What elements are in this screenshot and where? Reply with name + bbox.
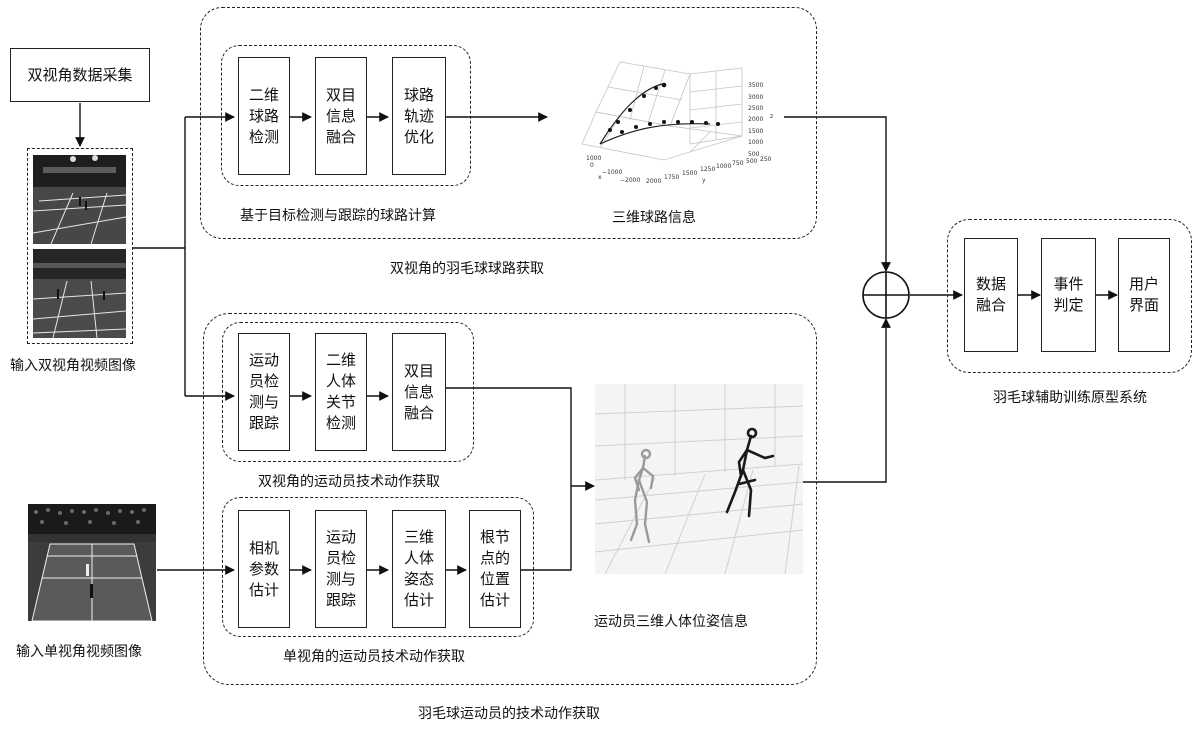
x-tick: −2000 (620, 177, 640, 184)
single-action-step-pose-box: 三维人体姿态估计 (392, 510, 446, 628)
data-collection-box: 双视角数据采集 (10, 48, 150, 102)
dual-view-photo-2 (33, 249, 126, 338)
trajectory-group-frame (200, 7, 817, 239)
z-tick: 1500 (748, 128, 763, 135)
single-action-step-pose-label: 三维人体姿态估计 (403, 528, 434, 609)
dual-action-label: 双视角的运动员技术动作获取 (258, 474, 440, 490)
y-tick: 2000 (646, 178, 661, 185)
y-tick: 250 (760, 156, 772, 163)
single-action-step-camera-label: 相机参数估计 (248, 538, 279, 599)
z-tick: 1000 (748, 139, 763, 146)
y-tick: 1000 (716, 163, 731, 170)
trajectory-method-label: 基于目标检测与跟踪的球路计算 (240, 208, 436, 224)
system-step-fusion-label: 数据融合 (975, 275, 1006, 314)
x-tick: 0 (590, 162, 594, 169)
dual-images-frame (27, 148, 133, 344)
dual-action-step-joint-box: 二维人体关节检测 (315, 333, 367, 451)
single-action-frame (222, 497, 534, 637)
dual-action-step-track-box: 运动员检测与跟踪 (238, 333, 290, 451)
trajectory-method-frame (221, 45, 471, 186)
y-tick: 1250 (700, 166, 715, 173)
system-step-ui-box: 用户界面 (1118, 238, 1170, 352)
z-tick: 3000 (748, 94, 763, 101)
system-group-frame (947, 219, 1192, 373)
arrow-trajectory-to-fusion (784, 116, 891, 272)
system-step-fusion-box: 数据融合 (964, 238, 1018, 352)
y-tick: 1750 (664, 174, 679, 181)
action-group-label: 羽毛球运动员的技术动作获取 (418, 706, 600, 722)
dual-view-input-label: 输入双视角视频图像 (10, 358, 136, 374)
fusion-node-icon (862, 271, 910, 319)
trajectory-step-optimize-label: 球路轨迹优化 (403, 85, 434, 146)
single-view-input-label: 输入单视角视频图像 (16, 644, 142, 660)
system-step-event-label: 事件判定 (1053, 275, 1084, 314)
y-axis-label: y (702, 177, 706, 184)
dual-action-step-track-label: 运动员检测与跟踪 (248, 351, 279, 432)
single-action-step-camera-box: 相机参数估计 (238, 510, 290, 628)
trajectory-step-detect-box: 二维球路检测 (238, 57, 290, 175)
single-action-step-track-label: 运动员检测与跟踪 (325, 528, 356, 609)
z-axis-label: z (770, 113, 773, 120)
arrow-pose-to-fusion (802, 318, 891, 483)
trajectory-step-optimize-box: 球路轨迹优化 (392, 57, 446, 175)
pose-output-label: 运动员三维人体位姿信息 (594, 614, 748, 630)
trajectory-step-detect-label: 二维球路检测 (248, 85, 279, 146)
wire-single-action-out (521, 486, 572, 571)
single-action-step-root-box: 根节点的位置估计 (469, 510, 521, 628)
dual-action-step-fusion-box: 双目信息融合 (392, 333, 446, 451)
wire-dual-action-out (446, 387, 572, 486)
system-step-ui-label: 用户界面 (1128, 275, 1159, 314)
y-tick: 1500 (682, 170, 697, 177)
action-group-frame (203, 313, 817, 685)
trajectory-3d-plot: 3500 3000 2500 2000 1500 1000 500 z 1000… (581, 61, 773, 185)
single-action-step-root-label: 根节点的位置估计 (479, 528, 510, 609)
single-action-label: 单视角的运动员技术动作获取 (283, 649, 465, 665)
trajectory-output-label: 三维球路信息 (612, 210, 696, 226)
dual-view-photo-1 (33, 155, 126, 244)
x-tick: −1000 (602, 169, 622, 176)
pose-3d-figure (595, 384, 803, 574)
system-step-event-box: 事件判定 (1041, 238, 1096, 352)
y-tick: 750 (732, 160, 744, 167)
dual-action-step-fusion-label: 双目信息融合 (403, 361, 434, 422)
single-action-step-track-box: 运动员检测与跟踪 (315, 510, 367, 628)
y-tick: 500 (746, 158, 758, 165)
single-view-photo (28, 504, 156, 621)
z-tick: 2500 (748, 105, 763, 112)
trajectory-step-fusion-label: 双目信息融合 (325, 85, 356, 146)
dual-action-frame (222, 322, 474, 462)
trajectory-group-label: 双视角的羽毛球球路获取 (390, 261, 544, 277)
z-tick: 3500 (748, 82, 763, 89)
z-tick: 2000 (748, 116, 763, 123)
system-label: 羽毛球辅助训练原型系统 (993, 390, 1147, 406)
data-collection-label: 双视角数据采集 (27, 65, 133, 84)
x-tick: 1000 (586, 155, 601, 162)
x-axis-label: x (598, 174, 602, 181)
dual-action-step-joint-label: 二维人体关节检测 (325, 351, 356, 432)
z-tick: 500 (748, 151, 760, 158)
trajectory-step-fusion-box: 双目信息融合 (315, 57, 367, 175)
